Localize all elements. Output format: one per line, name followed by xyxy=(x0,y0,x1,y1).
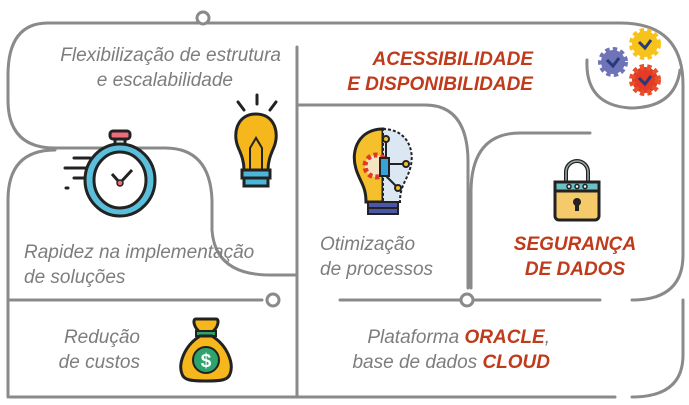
flex-region-border xyxy=(6,21,299,277)
node-top xyxy=(195,10,211,26)
bottom-right-curve xyxy=(630,298,685,399)
money-bag-icon: $ xyxy=(179,317,233,383)
lightbulb-icon xyxy=(234,93,278,188)
gears-icon xyxy=(598,28,661,96)
otimizacao-text: Otimização de processos xyxy=(320,234,434,280)
stopwatch-icon xyxy=(63,129,157,218)
rapidez-region-border xyxy=(6,148,57,399)
flexibilizacao-text: Flexibilização de estrutura e escalabili… xyxy=(60,45,281,91)
otimizacao-region-border xyxy=(297,103,470,290)
plataforma-text: Plataforma ORACLE, base de dados CLOUD xyxy=(352,327,550,373)
seguranca-region-border xyxy=(469,131,592,290)
gears-arc xyxy=(585,58,682,110)
reducao-text: Redução de custos xyxy=(58,327,140,373)
acessibilidade-text: ACESSIBILIDADE E DISPONIBILIDADE xyxy=(347,49,533,95)
node-left xyxy=(265,292,281,308)
top-line xyxy=(46,21,685,302)
seguranca-text: SEGURANÇA DE DADOS xyxy=(513,234,637,280)
svg-text:$: $ xyxy=(201,351,212,372)
node-right xyxy=(459,292,475,308)
tech-bulb-icon xyxy=(352,127,413,215)
padlock-icon xyxy=(553,159,601,222)
rapidez-text: Rapidez na implementação de soluções xyxy=(24,242,255,288)
